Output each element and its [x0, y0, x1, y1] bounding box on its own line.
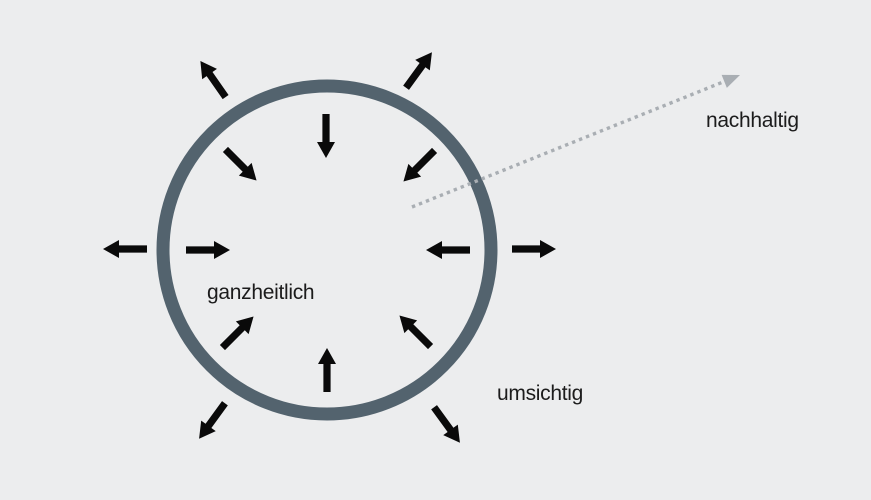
outer-arrow-northeast [403, 52, 432, 90]
outer-arrow-southwest [199, 401, 228, 439]
dotted-arrow-head [721, 74, 740, 88]
inner-arrow-west [186, 241, 230, 259]
inner-arrow-southeast [399, 315, 434, 350]
outer-arrow-west [103, 240, 147, 258]
label-ganzheitlich: ganzheitlich [207, 281, 315, 304]
outer-arrow-east [512, 240, 556, 258]
dotted-arrow-line [411, 80, 724, 209]
inner-arrow-northwest [222, 146, 257, 181]
inner-arrow-southwest [219, 316, 254, 351]
label-umsichtig: umsichtig [497, 382, 583, 405]
outer-arrow-southeast [431, 405, 460, 443]
outer-arrow-northwest [200, 60, 229, 100]
inner-arrow-northeast [403, 147, 438, 182]
inner-arrow-east [426, 241, 470, 259]
inner-arrow-north [317, 114, 335, 158]
inner-arrow-south [318, 348, 336, 392]
circle-ring [156, 79, 498, 421]
label-nachhaltig: nachhaltig [706, 109, 799, 132]
